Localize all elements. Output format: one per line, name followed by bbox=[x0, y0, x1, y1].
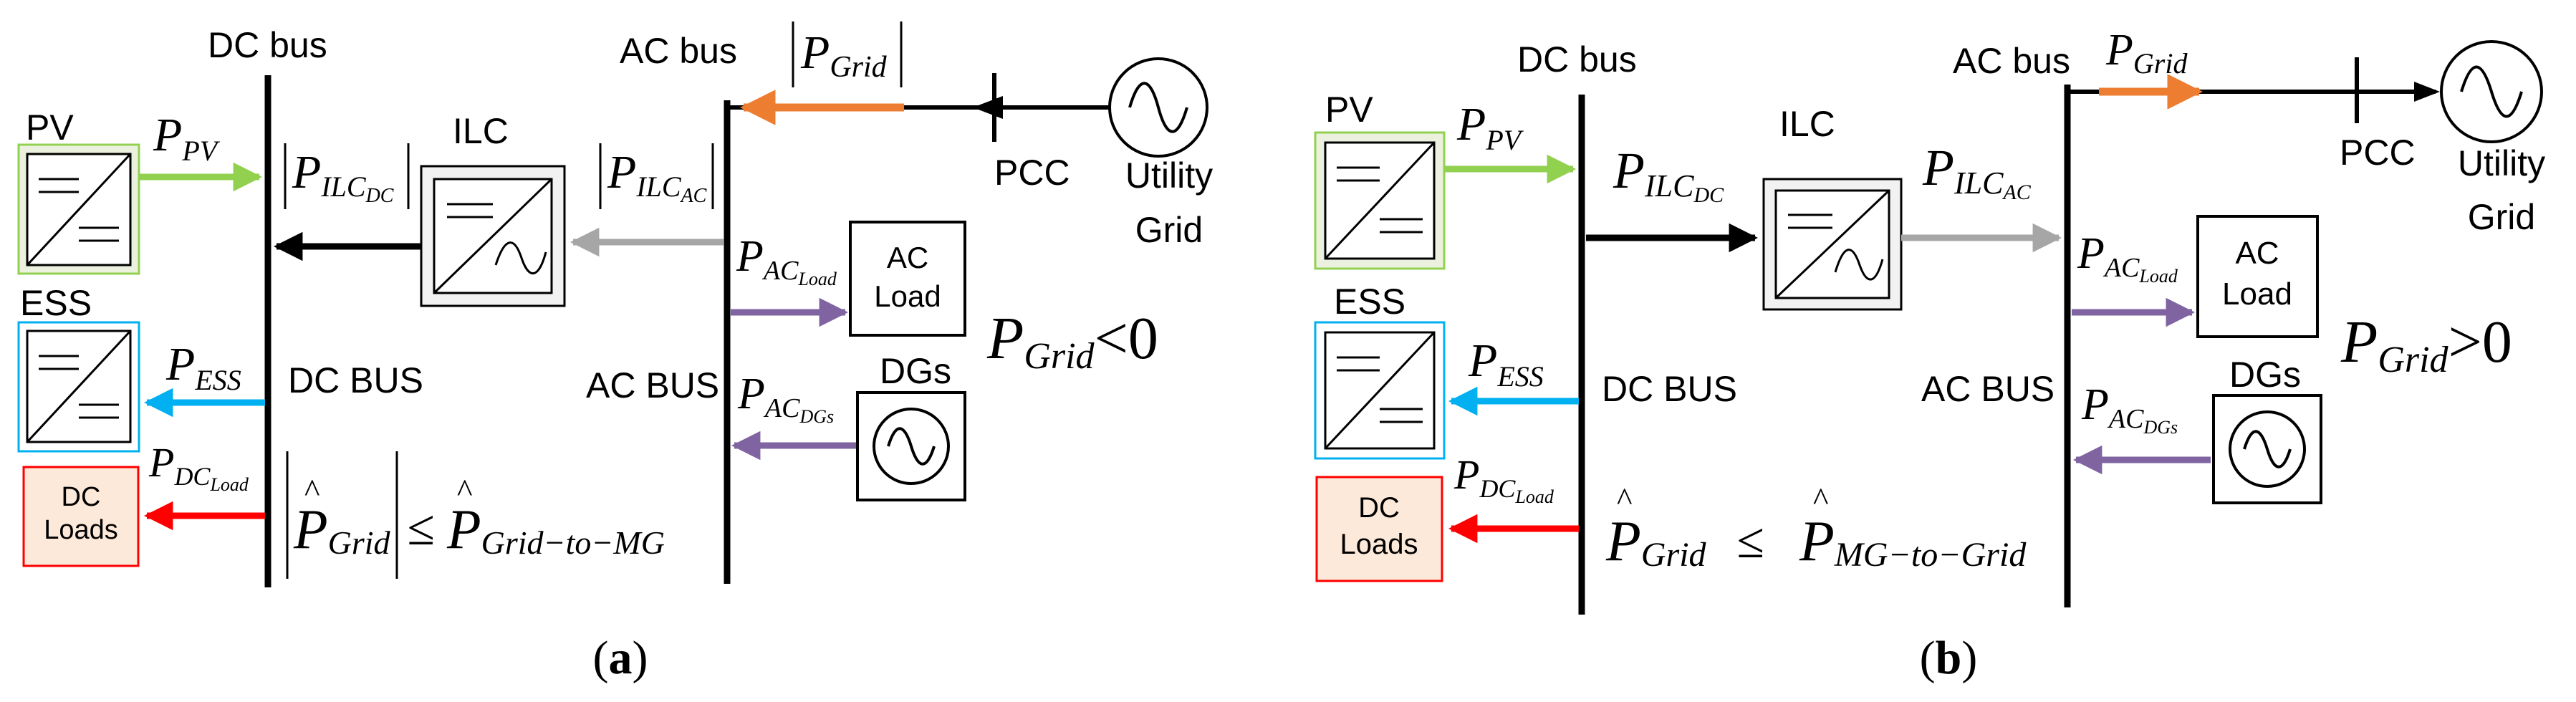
p-hat-grid: PGrid bbox=[293, 498, 391, 561]
ac-source-icon bbox=[887, 427, 936, 466]
ac-source-icon bbox=[1128, 82, 1188, 133]
grid-power-limit-inequality: ^ PGrid ≤ ^ PGrid−to−MG bbox=[286, 451, 665, 579]
p-hat-mg-to-grid: PMG−to−Grid bbox=[1799, 510, 2027, 574]
pv-converter bbox=[1314, 131, 1446, 270]
ac-source-icon bbox=[2243, 430, 2292, 468]
ac-bus-caps-label: AC BUS bbox=[586, 365, 719, 405]
dc-dc-converter-icon bbox=[26, 330, 132, 443]
ac-load-box: AC Load bbox=[849, 221, 966, 337]
utility-label-line2: Grid bbox=[1135, 210, 1203, 250]
dc-bus-label: DC bus bbox=[208, 25, 327, 65]
utility-label-line1: Utility bbox=[1125, 155, 1213, 196]
ac-load-line2: Load bbox=[2222, 277, 2292, 312]
panel-b: DC bus AC bus DC BUS AC BUS PV PPV ESS bbox=[1314, 26, 2545, 684]
dc-loads-line1: DC bbox=[62, 482, 101, 512]
p-grid-label: PGrid bbox=[800, 27, 888, 84]
dc-bus-caps-label: DC BUS bbox=[288, 360, 423, 400]
pcc-label: PCC bbox=[2340, 133, 2416, 173]
hat-1: ^ bbox=[304, 472, 319, 509]
pcc-arrowhead bbox=[973, 96, 1003, 119]
p-grid-abs-label: PGrid bbox=[792, 21, 903, 87]
p-pv-label: PPV bbox=[1456, 98, 1524, 156]
dc-dc-converter-icon bbox=[1324, 331, 1436, 450]
ac-bus-caps-label: AC BUS bbox=[1921, 369, 2054, 409]
hat-2: ^ bbox=[456, 472, 472, 509]
dc-dc-converter-icon bbox=[1324, 141, 1436, 260]
p-ess-label: PESS bbox=[1468, 335, 1544, 393]
p-ac-load-label: PACLoad bbox=[2077, 229, 2178, 287]
p-pv-label: PPV bbox=[153, 109, 221, 167]
dc-loads-box: DC Loads bbox=[22, 466, 140, 567]
grid-power-condition: PGrid>0 bbox=[2340, 309, 2512, 380]
dgs-label: DGs bbox=[2229, 355, 2301, 395]
p-ac-dgs-label: PACDGs bbox=[737, 370, 834, 427]
pv-label: PV bbox=[1325, 90, 1373, 130]
ess-converter bbox=[17, 321, 140, 453]
ac-load-line1: AC bbox=[2235, 236, 2279, 271]
grid-power-condition: PGrid<0 bbox=[986, 305, 1158, 377]
p-dc-load-label: PDCLoad bbox=[1453, 451, 1554, 507]
p-ilc-ac-abs-label: PILCAC bbox=[599, 143, 714, 209]
dgs-source-box bbox=[856, 391, 966, 501]
grid-power-limit-inequality: ^ PGrid ≤ ^ PMG−to−Grid bbox=[1605, 481, 2027, 574]
ac-load-line2: Load bbox=[874, 279, 941, 313]
p-grid-label: PGrid bbox=[2105, 26, 2188, 80]
ess-label: ESS bbox=[1334, 282, 1405, 322]
ilc-label: ILC bbox=[1779, 104, 1835, 144]
ac-bus-label: AC bus bbox=[1953, 41, 2070, 81]
ac-dc-converter-icon bbox=[1774, 189, 1890, 299]
ac-load-box: AC Load bbox=[2196, 215, 2319, 338]
dc-loads-line1: DC bbox=[1358, 492, 1400, 524]
p-ilc-ac-label: PILCAC bbox=[1922, 139, 2032, 204]
utility-grid-source bbox=[2440, 40, 2543, 143]
panel-a: DC bus AC bus DC BUS AC BUS PV PPV ESS bbox=[17, 21, 1213, 684]
dc-bus-label: DC bus bbox=[1517, 39, 1637, 80]
ess-label: ESS bbox=[20, 283, 92, 323]
caption-b: (b) bbox=[1920, 632, 1978, 684]
ac-bus-label: AC bus bbox=[620, 31, 737, 71]
utility-label-line2: Grid bbox=[2468, 197, 2535, 237]
p-ac-load-label: PACLoad bbox=[736, 232, 837, 289]
dc-loads-line2: Loads bbox=[1340, 529, 1418, 560]
ac-source-icon bbox=[2460, 65, 2523, 118]
pcc-label: PCC bbox=[994, 153, 1070, 193]
dc-loads-box: DC Loads bbox=[1315, 476, 1443, 582]
hat-1: ^ bbox=[1616, 481, 1632, 517]
dc-dc-converter-icon bbox=[26, 153, 132, 266]
p-ac-dgs-label: PACDGs bbox=[2081, 380, 2178, 438]
p-hat-grid: PGrid bbox=[1605, 510, 1707, 574]
leq-symbol: ≤ bbox=[407, 501, 434, 556]
dc-bus-caps-label: DC BUS bbox=[1602, 369, 1737, 409]
caption-a: (a) bbox=[593, 632, 648, 684]
ess-converter bbox=[1314, 321, 1446, 460]
leq-symbol: ≤ bbox=[1736, 514, 1764, 569]
p-ilc-ac-label: PILCAC bbox=[607, 146, 707, 207]
p-ilc-dc-label: PILCDC bbox=[292, 146, 394, 207]
hat-2: ^ bbox=[1812, 481, 1828, 517]
utility-label-line1: Utility bbox=[2458, 143, 2545, 183]
ac-dc-converter-icon bbox=[433, 178, 553, 294]
p-dc-load-label: PDCLoad bbox=[148, 439, 249, 495]
pcc-arrowhead bbox=[2414, 82, 2440, 102]
ilc-converter bbox=[420, 165, 566, 307]
p-ilc-dc-abs-label: PILCDC bbox=[284, 143, 410, 209]
ilc-converter bbox=[1762, 178, 1903, 311]
pv-label: PV bbox=[26, 107, 74, 148]
pv-converter bbox=[17, 143, 140, 275]
dc-loads-line2: Loads bbox=[44, 515, 118, 545]
p-ess-label: PESS bbox=[165, 338, 241, 396]
dgs-label: DGs bbox=[880, 351, 951, 391]
p-hat-grid-to-mg: PGrid−to−MG bbox=[446, 498, 665, 561]
ilc-label: ILC bbox=[453, 111, 509, 151]
p-ilc-dc-label: PILCDC bbox=[1613, 142, 1724, 207]
utility-grid-source bbox=[1108, 57, 1208, 158]
ac-load-line1: AC bbox=[887, 241, 928, 274]
dgs-source-box bbox=[2212, 394, 2322, 504]
